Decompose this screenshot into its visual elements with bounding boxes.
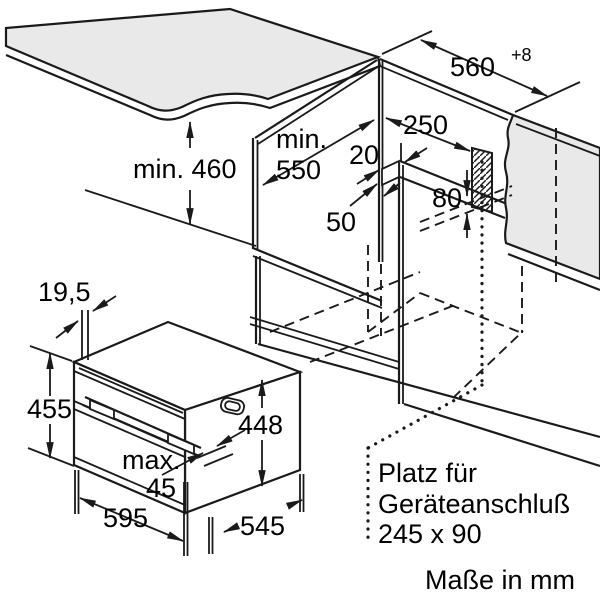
hidden-edge — [367, 292, 421, 333]
hidden-edge — [419, 185, 513, 223]
dimension-line — [262, 119, 375, 186]
side-panel-top-edge-inner — [515, 123, 600, 157]
plinth-line-left — [257, 342, 600, 439]
dim-overhang-label: 19,5 — [38, 277, 91, 307]
dim-niche-height-label: min. 460 — [133, 154, 237, 184]
connection-note-line-3: 245 x 90 — [378, 519, 482, 549]
extension-tick — [203, 453, 234, 467]
dim-80: 80 — [432, 170, 471, 238]
dimension-arrow — [285, 499, 303, 510]
side-panel-bottom-band — [507, 252, 600, 292]
top-rail-end-face — [381, 159, 400, 187]
dim-250-label: 250 — [403, 110, 448, 140]
oven-door-top-edge-inner — [73, 408, 186, 458]
dimension-arrow — [55, 320, 79, 339]
dim-niche-depth-label-1: min. — [276, 124, 327, 154]
base-front-edge — [249, 316, 400, 363]
dimension-arrow — [349, 183, 378, 207]
dim-50: 50 — [326, 182, 401, 237]
dimension-arrow — [404, 147, 428, 163]
dim-niche-width: 560 +8 — [381, 30, 581, 113]
dimension-arrow — [216, 429, 246, 447]
dim-niche-height: min. 460 — [84, 120, 257, 247]
dim-overhang: 19,5 — [38, 277, 117, 360]
extension-line — [514, 81, 581, 113]
side-panel-surface — [503, 113, 600, 281]
extension-line — [29, 345, 73, 362]
extension-line — [381, 30, 433, 55]
dim-50-label: 50 — [326, 207, 356, 237]
dimension-arrow — [383, 182, 401, 197]
dim-545-label: 545 — [240, 511, 285, 541]
oven-top-trim — [78, 367, 184, 414]
dim-max45-label-1: max. — [122, 445, 181, 475]
hidden-edge — [309, 304, 456, 363]
connection-note: Platz für Geräteanschluß 245 x 90 — [378, 458, 570, 549]
hidden-edges — [269, 185, 524, 399]
dimension-line — [79, 497, 184, 542]
oven — [71, 320, 304, 515]
dimension-line — [420, 39, 548, 97]
hidden-edge — [269, 271, 421, 333]
dim-455-label: 455 — [27, 394, 72, 424]
dim-niche-depth-label-2: 550 — [276, 155, 321, 185]
dim-niche-depth: min. 550 — [262, 119, 375, 186]
dimension-arrow — [223, 522, 241, 533]
dim-80-label: 80 — [432, 183, 462, 213]
extension-line — [84, 189, 257, 247]
niche-shelf-front-edge — [252, 246, 383, 303]
hidden-edge — [419, 292, 523, 334]
countertop-top-surface — [4, 7, 382, 112]
oven-front-trim — [73, 370, 186, 420]
extension-line — [27, 447, 75, 467]
dim-595-label: 595 — [103, 503, 148, 533]
oven-front-face — [72, 360, 187, 515]
dim-oven-front-height: 455 — [27, 345, 75, 467]
countertop — [4, 7, 382, 121]
countertop-front-edge-band — [5, 53, 382, 121]
dimension-line — [385, 117, 471, 152]
connection-space-boundary — [366, 160, 484, 542]
hidden-edge — [452, 330, 524, 399]
plinth-line-right — [403, 402, 600, 468]
connection-note-line-1: Platz für — [378, 458, 477, 488]
dimension-arrow — [92, 295, 117, 312]
oven-side-grip-cutout-inner — [224, 400, 241, 412]
dim-oven-width: 595 — [74, 470, 189, 556]
connection-note-line-2: Geräteanschluß — [378, 489, 570, 519]
dim-oven-depth: 545 — [208, 474, 305, 554]
oven-door-bottom-edge — [73, 456, 186, 506]
dimension-arrow — [356, 169, 380, 185]
dim-20: 20 — [349, 140, 428, 185]
dim-connection-distance: 250 — [385, 110, 471, 152]
dim-448-label: 448 — [238, 410, 283, 440]
dotted-boundary — [366, 383, 484, 450]
dim-max45-label-2: 45 — [146, 473, 176, 503]
niche-shelf-front-edge-inner — [252, 255, 383, 309]
dim-oven-body-height: 448 — [238, 378, 283, 488]
oven-handle-bracket-left — [89, 398, 115, 421]
units-note: Maße in mm — [425, 565, 575, 595]
right-cabinet — [381, 113, 600, 468]
dim-niche-width-tolerance: +8 — [511, 45, 532, 65]
dim-niche-width-label: 560 — [450, 52, 495, 82]
dimension-arrow — [161, 452, 204, 476]
base-front-edge-inner — [249, 323, 400, 370]
dim-20-label: 20 — [349, 140, 379, 170]
